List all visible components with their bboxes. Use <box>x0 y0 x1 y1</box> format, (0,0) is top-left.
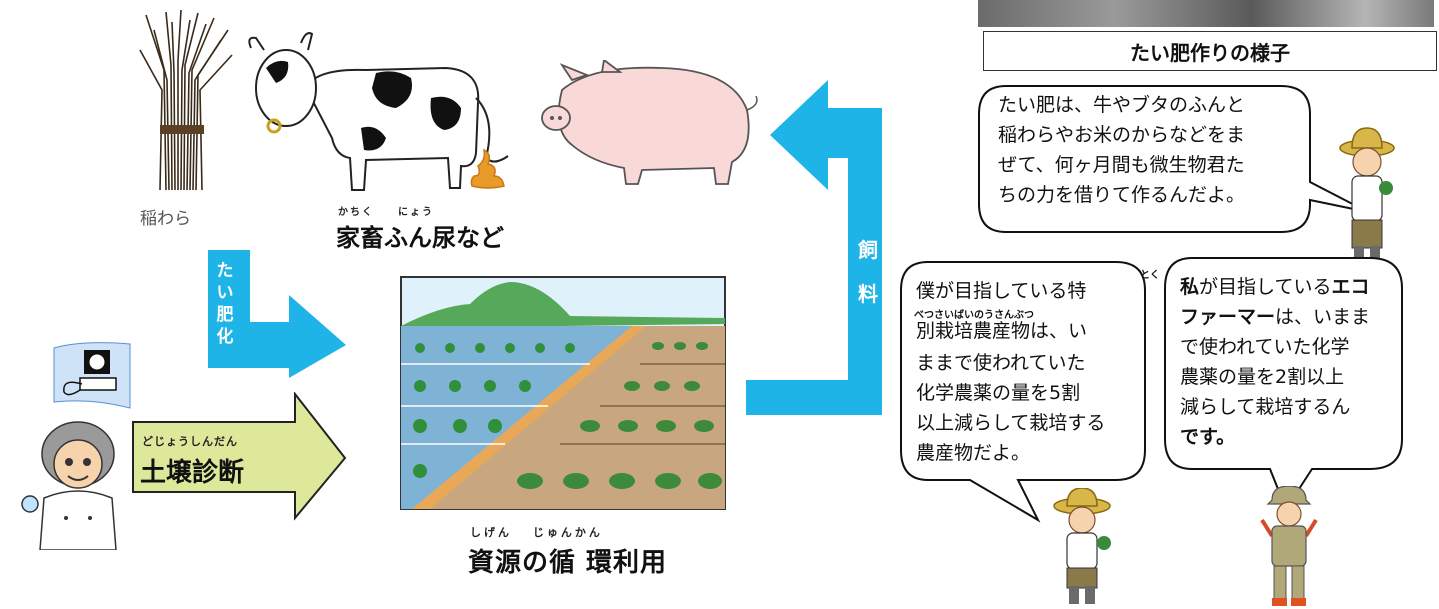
manure-icon <box>468 146 508 191</box>
rice-straw-illustration <box>136 10 236 195</box>
eco-text-bold-5: です。 <box>1180 426 1236 448</box>
compost-arrow <box>203 250 353 380</box>
compost-speech-bubble <box>976 82 1376 242</box>
special-crop-speech-bubble <box>898 258 1150 528</box>
special-line-1: 僕が目指している特 <box>916 280 1087 302</box>
photo-caption: たい肥作りの様子 <box>983 31 1437 71</box>
special-ruby-1: とく <box>1140 270 1160 281</box>
feed-arrow <box>740 80 900 420</box>
straw-label: 稲わら <box>140 209 191 229</box>
pig-illustration <box>532 60 762 188</box>
eco-bubble-text: 私が目指しているエコ ファーマーは、いまま で使われていた化学 農薬の量を2割以… <box>1180 272 1406 452</box>
scientist-illustration <box>20 418 132 550</box>
cow-illustration <box>246 28 521 198</box>
farmer-boy-top <box>1338 126 1396 276</box>
eco-text-2: が目指している <box>1199 276 1332 298</box>
eco-text-bold-3: エコ ファーマー <box>1180 276 1370 328</box>
computer-icon <box>52 338 134 410</box>
feed-arrow-label: 飼料 <box>858 238 878 306</box>
compost-photo <box>978 0 1434 27</box>
special-line-2: 別栽培農産物は、い <box>916 320 1088 342</box>
eco-text-4: は、いまま で使われていた化学 農薬の量を2割以上 減らして栽培するん <box>1180 306 1371 418</box>
eco-text-bold-1: 私 <box>1180 276 1200 298</box>
manure-ruby: かちく にょう <box>338 207 434 218</box>
cycle-label: 資源の循 環利用 <box>468 548 668 578</box>
manure-label: 家畜ふん尿など <box>336 224 504 252</box>
farmland-illustration <box>400 276 726 510</box>
soil-diagnosis-arrow <box>130 392 348 522</box>
eco-farmer-girl <box>1256 486 1322 608</box>
soil-ruby: どじょうしんだん <box>142 435 238 448</box>
compost-bubble-text: たい肥は、牛やブタのふんと 稲わらやお米のからなどをま ぜて、何ヶ月間も微生物君… <box>998 94 1246 206</box>
special-bubble-text: ままで使われていた 化学農薬の量を5割 以上減らして栽培する 農産物だよ。 <box>916 352 1106 464</box>
cycle-ruby: しげん じゅんかん <box>470 526 603 539</box>
special-ruby-2: べつさいばいのうさんぶつ <box>914 310 1034 321</box>
soil-label: 土壌診断 <box>140 458 245 488</box>
compost-arrow-label: たい肥化 <box>216 261 234 347</box>
farmer-boy-bottom <box>1052 488 1116 606</box>
